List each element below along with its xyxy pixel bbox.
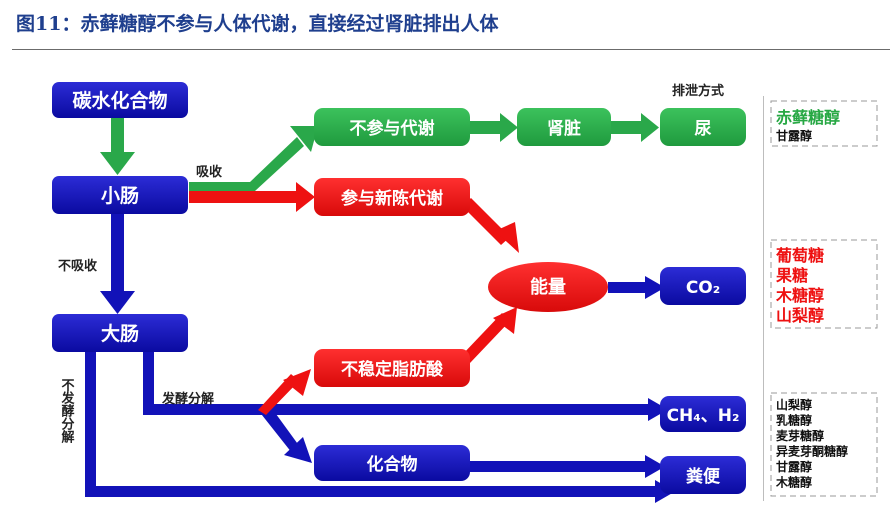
node-small-intestine (52, 176, 188, 214)
title-divider (12, 49, 890, 50)
side-list-item: 果糖 (775, 266, 808, 285)
node-compounds (314, 445, 470, 481)
side-list-item: 甘露醇 (776, 459, 812, 474)
node-ch4-h2 (660, 396, 746, 432)
node-large-intestine (52, 314, 188, 352)
label-new-metabolism: 参与新陈代谢 (341, 188, 443, 209)
side-list-item: 异麦芽酮糖醇 (776, 444, 848, 459)
side-box-group2 (770, 239, 878, 329)
node-energy (488, 262, 608, 312)
node-boxes (52, 82, 746, 494)
edge-label-no-ferment: 不发酵分解 (59, 378, 76, 444)
label-energy: 能量 (530, 276, 566, 298)
side-list-item: 乳糖醇 (776, 413, 812, 428)
red-arrows (189, 182, 519, 415)
node-kidney (517, 108, 611, 146)
side-list-item: 甘露醇 (776, 128, 812, 143)
edge-label-ferment: 发酵分解 (161, 391, 214, 407)
side-list-item: 麦芽糖醇 (776, 428, 824, 443)
node-not-metabolized (314, 108, 470, 146)
sidebar-divider (763, 96, 764, 501)
side-list-item: 木糖醇 (775, 475, 812, 490)
label-unstable-fatty-acid: 不稳定脂肪酸 (341, 359, 444, 380)
edge-label-absorb: 吸收 (196, 164, 223, 180)
label-small-intestine: 小肠 (101, 185, 139, 207)
node-unstable-fatty-acid (314, 349, 470, 387)
label-large-intestine: 大肠 (101, 322, 139, 345)
side-list-item: 山梨醇 (776, 306, 824, 325)
side-list-item: 木糖醇 (775, 286, 824, 305)
green-arrows (100, 113, 659, 191)
node-feces (660, 456, 746, 494)
side-list-item: 葡萄糖 (775, 246, 824, 265)
label-not-metabolized: 不参与代谢 (350, 118, 435, 139)
label-compounds: 化合物 (367, 454, 418, 475)
label-feces: 粪便 (686, 466, 721, 487)
side-box-group3 (770, 392, 878, 497)
edge-label-not-absorb: 不吸收 (58, 258, 98, 274)
label-co2: CO₂ (686, 278, 720, 298)
blue-arrows (85, 213, 675, 503)
label-ch4-h2: CH₄、H₂ (667, 406, 740, 426)
node-urine (660, 108, 746, 146)
side-box-group1 (770, 100, 878, 147)
node-co2 (660, 267, 746, 305)
edge-label-excretion-method: 排泄方式 (672, 83, 724, 99)
side-list-item: 赤藓糖醇 (776, 108, 840, 127)
node-carbs (52, 82, 188, 118)
node-new-metabolism (314, 178, 470, 216)
figure-title: 图11：赤藓糖醇不参与人体代谢，直接经过肾脏排出人体 (16, 13, 499, 35)
label-carbs: 碳水化合物 (72, 89, 167, 112)
label-kidney: 肾脏 (547, 118, 581, 139)
label-urine: 尿 (695, 119, 712, 139)
side-list-item: 山梨醇 (776, 397, 812, 412)
